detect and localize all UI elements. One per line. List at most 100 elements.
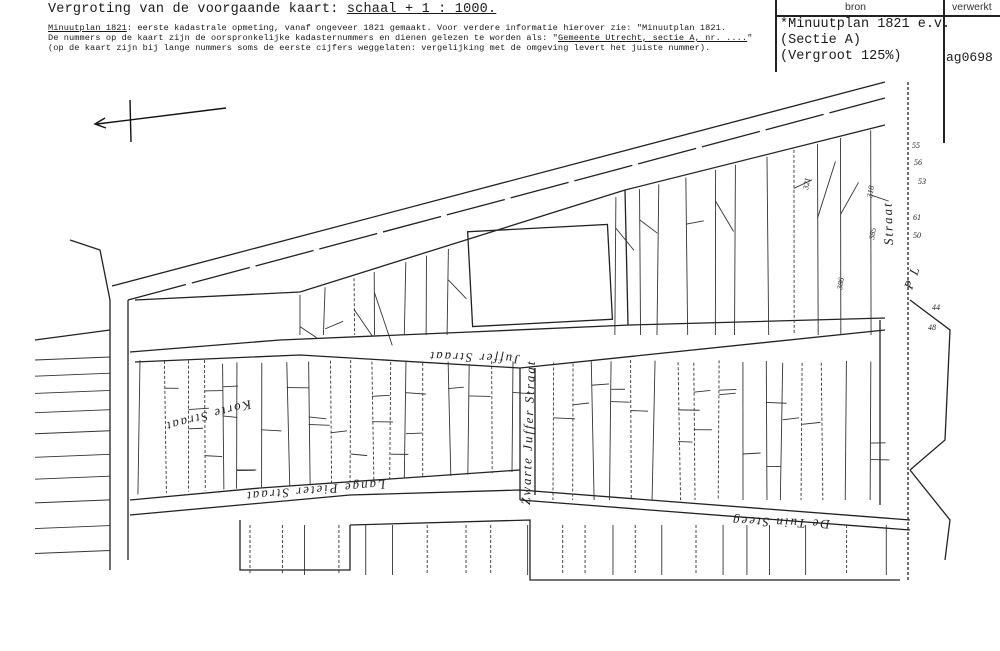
parcel-number: 48 — [928, 323, 936, 332]
parcel-boundary — [222, 415, 238, 418]
parcel-boundary — [817, 143, 819, 336]
parcel-boundary — [615, 227, 635, 251]
parcel-boundary — [609, 361, 612, 501]
parcel-boundary — [222, 363, 225, 490]
parcel-number: 385 — [867, 227, 878, 241]
parcel-boundary — [137, 360, 141, 495]
parcel-boundary — [163, 360, 167, 493]
box-divider — [775, 0, 777, 72]
parcel-boundary — [630, 360, 632, 501]
box-divider — [775, 15, 1000, 17]
parcel-lines — [34, 130, 890, 575]
parcel-boundary — [639, 219, 658, 234]
parcel-number: 44 — [932, 303, 940, 312]
parcel-boundary — [685, 177, 689, 336]
street-label-jufferstraat: Juffer Straat — [428, 349, 520, 367]
parcel-boundary — [222, 385, 239, 388]
parcel-boundary — [446, 248, 449, 336]
parcel-boundary — [34, 409, 111, 414]
street-label-straat: Straat — [879, 201, 896, 245]
parcel-boundary — [299, 326, 319, 339]
parcel-boundary — [34, 389, 111, 394]
parcel-boundary — [719, 388, 737, 391]
parcel-boundary — [779, 362, 784, 501]
parcel-boundary — [34, 475, 111, 480]
parcel-boundary — [349, 360, 352, 482]
parcel-boundary — [371, 361, 375, 481]
parcel-boundary — [511, 361, 514, 473]
parcel-boundary — [869, 361, 872, 501]
parcel-boundary — [800, 362, 803, 501]
street-label-lange-pieterstraat: Lange Pieter Straat — [245, 477, 387, 504]
parcel-boundary — [611, 401, 630, 403]
parcel-boundary — [734, 164, 736, 336]
parcel-boundary — [693, 362, 696, 501]
parcel-boundary — [353, 309, 373, 336]
street-label-tuinsteeg: De Tuin Steeg — [731, 514, 831, 532]
page-title: Vergroting van de voorgaande kaart: scha… — [48, 2, 497, 17]
parcel-boundary — [614, 197, 617, 336]
parcel-boundary — [678, 441, 693, 443]
archive-code: ag0698 — [946, 50, 993, 65]
note-line-3: (op de kaart zijn bij lange nummers soms… — [48, 43, 711, 53]
parcel-boundary — [630, 410, 649, 412]
parcel-boundary — [330, 430, 348, 434]
parcel-boundary — [467, 363, 470, 475]
parcel-boundary — [715, 200, 734, 232]
source-line-1: *Minuutplan 1821 e.v. — [780, 17, 951, 32]
parcel-boundary — [765, 361, 768, 501]
parcel-boundary — [717, 360, 720, 501]
parcel-boundary — [34, 499, 111, 504]
parcel-boundary — [261, 429, 282, 432]
parcel-boundary — [204, 455, 223, 458]
note-line-1: Minuutplan 1821: eerste kadastrale opmet… — [48, 23, 727, 33]
parcel-boundary — [447, 361, 452, 476]
parcel-boundary — [34, 525, 111, 530]
parcel-boundary — [403, 262, 407, 336]
parcel-boundary — [870, 194, 889, 202]
parcel-number: 55 — [912, 141, 920, 150]
parcel-boundary — [793, 179, 813, 189]
parcel-boundary — [188, 407, 209, 411]
parcel-boundary — [782, 417, 800, 421]
parcel-boundary — [371, 394, 390, 397]
parcel-boundary — [844, 360, 847, 501]
parcel-boundary — [742, 452, 761, 455]
street-labels: Juffer Straat Zwarte Juffer Straat Lange… — [164, 201, 924, 532]
parcel-boundary — [719, 392, 736, 396]
parcel-boundary — [308, 423, 330, 426]
parcel-boundary — [572, 402, 590, 406]
parcel-boundary — [373, 291, 393, 346]
parcel-boundary — [820, 362, 824, 501]
note-line-2: De nummers op de kaart zijn de oorspronk… — [48, 33, 753, 43]
parcel-boundary — [491, 361, 493, 474]
source-line-3: (Vergroot 125%) — [780, 49, 902, 64]
parcel-boundary — [350, 453, 368, 457]
parcel-boundary — [766, 156, 770, 336]
box-divider — [943, 0, 945, 143]
parcel-boundary — [34, 372, 111, 377]
parcel-boundary — [389, 362, 392, 480]
parcel-boundary — [693, 389, 711, 393]
parcel-boundary — [34, 430, 111, 435]
parcel-boundary — [34, 453, 111, 458]
parcel-boundary — [656, 184, 660, 336]
parcel-boundary — [353, 278, 356, 336]
parcel-boundary — [188, 427, 204, 430]
parcel-boundary — [34, 550, 111, 554]
parcel-boundary — [308, 361, 311, 485]
column-header-verwerkt: verwerkt — [952, 1, 992, 13]
source-line-2: (Sectie A) — [780, 33, 862, 48]
parcel-boundary — [322, 287, 326, 336]
parcel-boundary — [448, 386, 464, 390]
parcel-boundary — [553, 417, 576, 420]
parcel-boundary — [403, 361, 407, 479]
parcel-boundary — [591, 383, 610, 386]
parcel-boundary — [651, 360, 656, 501]
parcel-number: 53 — [918, 177, 926, 186]
parcel-boundary — [512, 391, 531, 395]
parcel-boundary — [677, 362, 681, 501]
street-label-plaats: P L — [900, 263, 923, 292]
parcel-number: 56 — [914, 158, 922, 167]
